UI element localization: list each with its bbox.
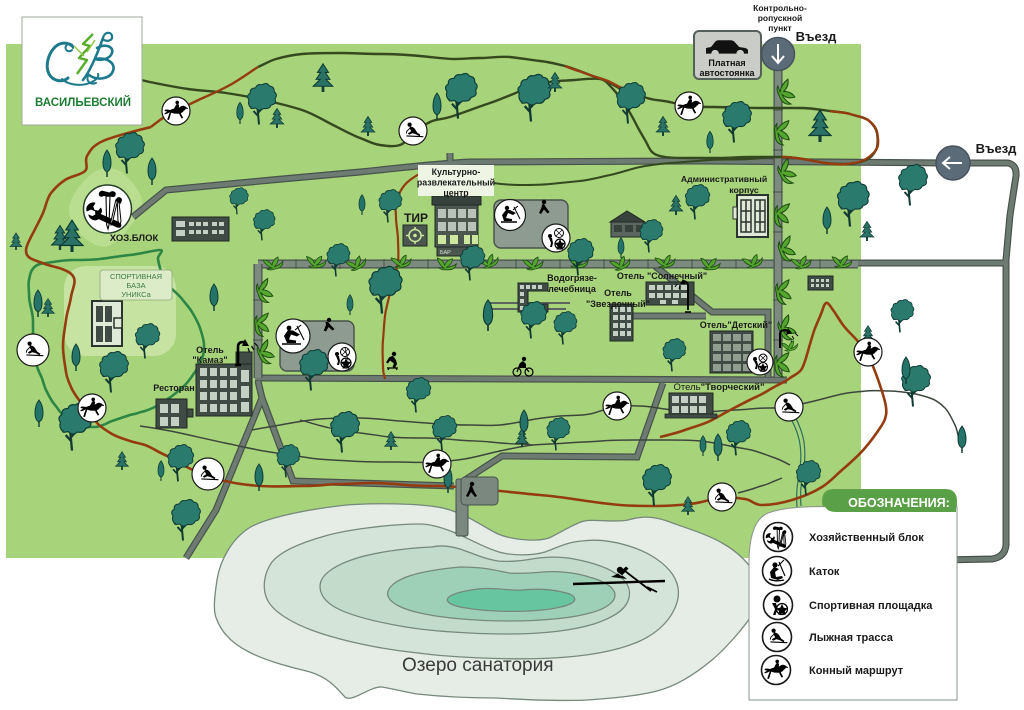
svg-text:центр: центр [443,188,469,198]
svg-text:развлекательный: развлекательный [417,178,495,188]
svg-text:Ресторан: Ресторан [153,383,194,393]
svg-text:пункт: пункт [768,23,791,33]
svg-text:Отель: Отель [604,288,632,298]
svg-text:Спортивная площадка: Спортивная площадка [809,600,933,612]
svg-text:Въезд: Въезд [796,29,838,44]
svg-text:ропускной: ропускной [758,13,803,23]
svg-text:ХОЗ.БЛОК: ХОЗ.БЛОК [110,233,159,244]
svg-text:Конный маршрут: Конный маршрут [809,665,904,677]
svg-text:ОБОЗНАЧЕНИЯ:: ОБОЗНАЧЕНИЯ: [848,496,950,510]
svg-text:Отель "Солнечный": Отель "Солнечный" [617,271,707,281]
svg-text:Отель: Отель [196,345,224,355]
svg-text:Въезд: Въезд [976,141,1018,156]
svg-text:автостоянка: автостоянка [700,68,756,78]
svg-text:"Звездочный": "Звездочный" [586,299,650,309]
svg-text:Контрольно-: Контрольно- [753,3,807,13]
svg-text:БАР: БАР [440,250,451,256]
svg-text:Водогрязе-: Водогрязе- [547,273,597,283]
svg-text:Озеро санатория: Озеро санатория [402,655,554,676]
svg-text:лечебница: лечебница [548,284,597,294]
svg-text:Культурно-: Культурно- [432,167,481,177]
svg-text:корпус: корпус [729,185,759,195]
svg-text:Лыжная трасса: Лыжная трасса [809,632,894,644]
svg-text:Отель"Детский": Отель"Детский" [700,320,772,330]
svg-text:Каток: Каток [809,566,840,578]
svg-text:УНИКСа: УНИКСа [121,290,151,299]
svg-text:ТИР: ТИР [404,211,428,225]
svg-text:Отель"Творческий": Отель"Творческий" [673,382,764,393]
svg-text:Административный: Административный [681,174,767,184]
svg-text:ВАСИЛЬЕВСКИЙ: ВАСИЛЬЕВСКИЙ [35,96,131,109]
svg-text:СПОРТИВНАЯ: СПОРТИВНАЯ [110,272,162,281]
svg-text:Хозяйственный блок: Хозяйственный блок [809,532,924,544]
svg-text:"Камаз": "Камаз" [192,355,227,365]
svg-text:БАЗА: БАЗА [126,281,145,290]
svg-text:Платная: Платная [708,58,745,68]
